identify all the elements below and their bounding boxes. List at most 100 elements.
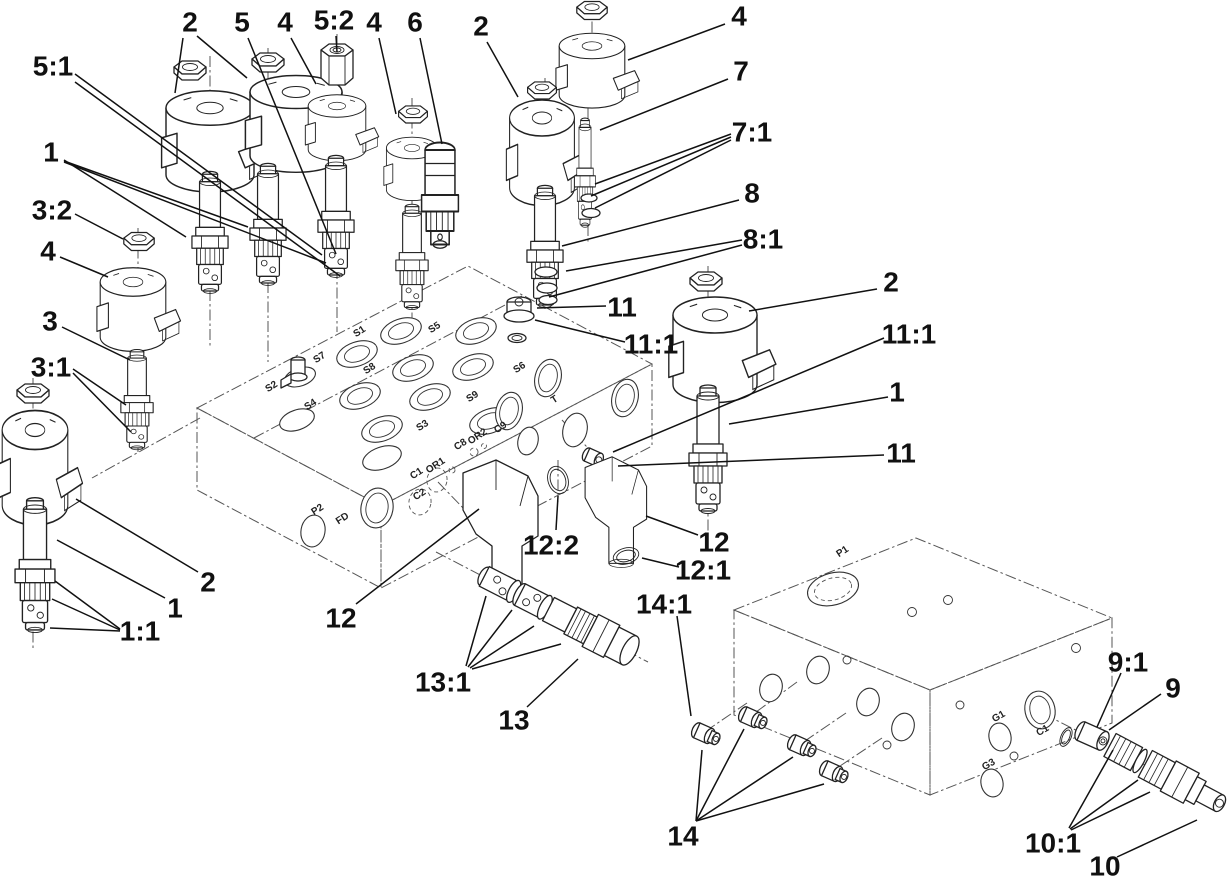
leader-line-3-1-1 — [72, 372, 132, 433]
relief-valve — [420, 141, 460, 250]
orifice-plug — [1074, 721, 1110, 751]
leader-line-12-2-0 — [555, 495, 559, 531]
callout-10-1: 10:1 — [1025, 828, 1081, 859]
leader-line-1a-1 — [63, 160, 249, 228]
leader-lines-layer — [49, 23, 1198, 858]
leader-line-12b-0 — [645, 515, 699, 536]
leader-line-1c-0 — [728, 396, 889, 425]
leader-line-2d-0 — [748, 288, 878, 312]
leader-line-2a-0 — [174, 37, 184, 94]
callout-14-1: 14:1 — [636, 589, 692, 620]
leader-line-13-1-0 — [465, 595, 487, 667]
leader-line-10-1-2 — [1070, 791, 1151, 831]
o-ring — [547, 465, 569, 495]
plug — [735, 704, 771, 733]
leader-line-5-2-0 — [335, 35, 338, 53]
port-label-t-9: T — [549, 394, 560, 407]
leader-line-3-0 — [61, 326, 131, 361]
leader-line-14-2 — [695, 756, 794, 822]
leader-line-3-2-0 — [74, 213, 124, 240]
relief-cartridge — [1103, 732, 1227, 813]
plug — [688, 720, 724, 749]
quick-fitting — [280, 356, 308, 389]
sub-manifold-block — [732, 537, 1114, 798]
leader-line-12-1-0 — [641, 557, 680, 568]
leader-line-4d-0 — [59, 256, 109, 278]
plug — [816, 758, 852, 787]
callout-1b: 1 — [167, 593, 183, 624]
leader-line-3-1-0 — [72, 368, 127, 406]
seal-washers — [534, 193, 601, 306]
leader-line-13-1-3 — [471, 643, 562, 670]
leader-line-1-1-2 — [49, 627, 121, 632]
port-label-s6-5: S6 — [512, 360, 529, 376]
leader-line-1b-0 — [56, 539, 166, 599]
callout-14: 14 — [667, 821, 699, 852]
port-label-s7-1: S7 — [312, 350, 329, 366]
callout-11-1b: 11:1 — [882, 319, 937, 350]
orifice-ring — [1059, 727, 1073, 747]
port-cavity — [279, 317, 511, 471]
leader-line-11-1b-0 — [612, 337, 885, 453]
callout-8: 8 — [744, 178, 760, 209]
leader-line-10-0 — [1116, 819, 1198, 858]
elbow-fitting — [584, 456, 648, 568]
callout-11a: 11 — [607, 292, 637, 323]
callout-12-1: 12:1 — [675, 555, 731, 586]
callout-2a: 2 — [182, 7, 198, 38]
callout-1a: 1 — [43, 137, 59, 168]
leader-line-5-1-1 — [74, 81, 341, 277]
callout-2c: 2 — [200, 567, 216, 598]
leader-line-5-0 — [247, 37, 337, 255]
cartridge-valve — [688, 384, 728, 515]
callout-4a: 4 — [277, 7, 293, 38]
solenoid-coil — [555, 32, 641, 109]
leader-line-11a-0 — [536, 305, 607, 309]
leader-line-2c-0 — [75, 498, 199, 573]
port-label-s3-8: S3 — [415, 418, 432, 434]
leader-line-7-0 — [599, 78, 729, 131]
plug — [784, 732, 820, 761]
main-manifold-block — [195, 265, 654, 589]
leader-line-14-1-0 — [676, 615, 692, 717]
solenoid-coil — [96, 267, 182, 352]
orifice-ring — [507, 332, 527, 344]
callout-11b: 11 — [886, 438, 916, 469]
callout-1-1: 1:1 — [120, 616, 160, 647]
port-label-s5-3: S5 — [427, 320, 444, 336]
coil-nut — [398, 105, 428, 124]
leader-line-4a-0 — [290, 37, 317, 85]
callout-9: 9 — [1165, 673, 1181, 704]
callout-13: 13 — [498, 705, 529, 736]
callout-7-1: 7:1 — [732, 117, 772, 148]
leader-line-8-1-0 — [565, 239, 743, 272]
face-bores — [300, 358, 639, 548]
leader-line-2a-1 — [196, 35, 248, 79]
leader-line-14-0 — [695, 749, 703, 822]
callout-3: 3 — [42, 306, 58, 337]
elbow-fitting — [462, 459, 539, 596]
solenoid-coil — [668, 296, 777, 404]
callout-7: 7 — [733, 56, 749, 87]
leader-line-7-1-0 — [594, 133, 732, 185]
port-label-g1-19: G1 — [990, 709, 1007, 725]
callout-12-2: 12:2 — [523, 530, 579, 561]
callout-5-1: 5:1 — [33, 51, 73, 82]
callout-2b: 2 — [473, 11, 489, 42]
solenoid-coil — [304, 94, 380, 162]
leader-line-13-0 — [526, 658, 579, 708]
leader-line-8-1-1 — [548, 244, 743, 298]
callout-2d: 2 — [883, 267, 899, 298]
leader-line-4b-0 — [378, 37, 397, 115]
callout-4d: 4 — [40, 236, 56, 267]
callout-8-1: 8:1 — [743, 224, 783, 255]
callout-5: 5 — [234, 7, 250, 38]
callout-10: 10 — [1089, 851, 1120, 882]
cartridge-valve — [395, 203, 429, 311]
leader-line-13-1-1 — [467, 609, 513, 668]
coil-nut — [527, 81, 557, 100]
callout-1c: 1 — [889, 377, 905, 408]
leader-line-5-1-0 — [74, 73, 323, 256]
port-label-p1-18: P1 — [835, 544, 852, 560]
